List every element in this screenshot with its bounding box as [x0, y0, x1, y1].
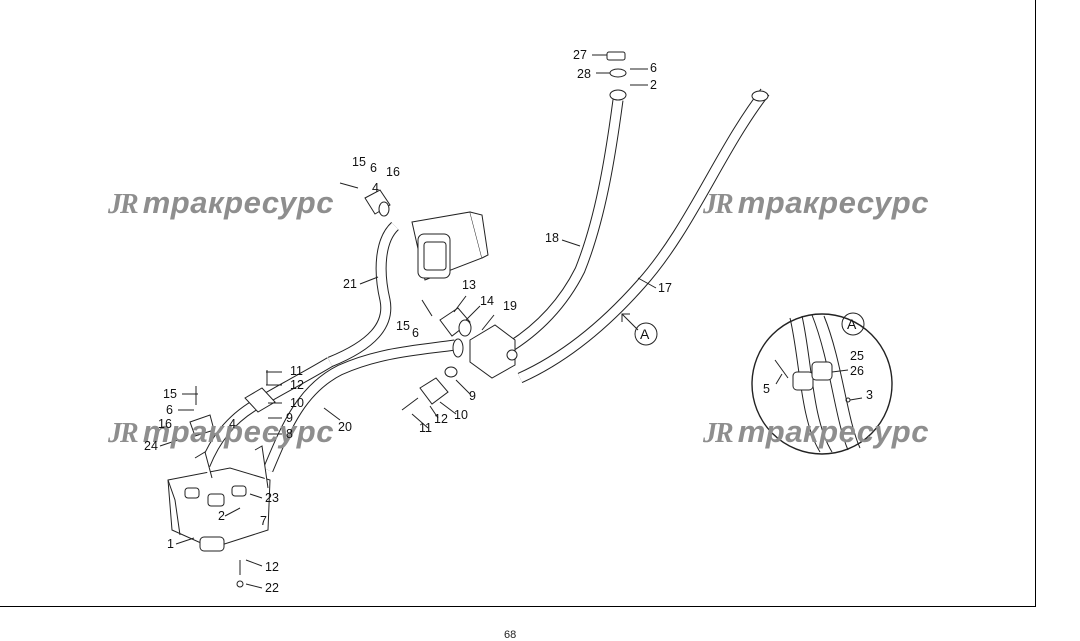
callout-1: 1 — [167, 537, 174, 551]
callout-28: 28 — [577, 67, 591, 81]
hose-21 — [327, 221, 400, 368]
callout-2: 2 — [650, 78, 657, 92]
callout-9: 9 — [286, 411, 293, 425]
hose-18 — [502, 99, 624, 355]
callout-27: 27 — [573, 48, 587, 62]
callout-3: 3 — [866, 388, 873, 402]
valve-block — [167, 445, 271, 552]
callout-12: 12 — [434, 412, 448, 426]
callout-26: 26 — [850, 364, 864, 378]
callout-6: 6 — [650, 61, 657, 75]
callout-5: 5 — [763, 382, 770, 396]
flange-10-lower — [419, 366, 458, 405]
top-fitting — [606, 51, 627, 101]
callout-16: 16 — [158, 417, 172, 431]
callout-13: 13 — [462, 278, 476, 292]
callout-14: 14 — [480, 294, 494, 308]
callout-12: 12 — [265, 560, 279, 574]
callout-6: 6 — [166, 403, 173, 417]
page-frame — [0, 0, 1036, 607]
callout-10: 10 — [290, 396, 304, 410]
callout-18: 18 — [545, 231, 559, 245]
callout-25: 25 — [850, 349, 864, 363]
callout-10: 10 — [454, 408, 468, 422]
callout-16: 16 — [386, 165, 400, 179]
callout-12: 12 — [290, 378, 304, 392]
callout-24: 24 — [144, 439, 158, 453]
hose-20 — [199, 339, 456, 473]
callout-7: 7 — [260, 514, 267, 528]
callout-15: 15 — [352, 155, 366, 169]
pump-body — [411, 211, 489, 281]
flange-16 — [364, 189, 391, 217]
detail-title-label: A — [847, 316, 857, 332]
callout-21: 21 — [343, 277, 357, 291]
callout-15: 15 — [396, 319, 410, 333]
detail-a-view — [751, 313, 893, 455]
callout-19: 19 — [503, 299, 517, 313]
callout-11: 11 — [290, 364, 303, 378]
tee-block-19 — [452, 324, 518, 379]
callout-6: 6 — [412, 326, 419, 340]
arrow-to-detail-a — [621, 312, 865, 346]
callout-20: 20 — [338, 420, 352, 434]
callout-9: 9 — [469, 389, 476, 403]
callout-15: 15 — [163, 387, 177, 401]
callout-8: 8 — [286, 427, 293, 441]
page-number: 68 — [504, 629, 517, 641]
hose-17 — [517, 88, 770, 384]
callout-17: 17 — [658, 281, 672, 295]
detail-marker-label: A — [640, 326, 650, 342]
flange-13 — [439, 307, 472, 337]
callout-11: 11 — [419, 421, 432, 435]
callout-23: 23 — [265, 491, 279, 505]
callout-4: 4 — [229, 417, 236, 431]
callout-22: 22 — [265, 581, 279, 595]
flange-10-upper — [189, 387, 276, 437]
callout-4: 4 — [372, 181, 379, 195]
callout-6: 6 — [370, 161, 377, 175]
leader-lines — [159, 54, 863, 589]
callout-2: 2 — [218, 509, 225, 523]
